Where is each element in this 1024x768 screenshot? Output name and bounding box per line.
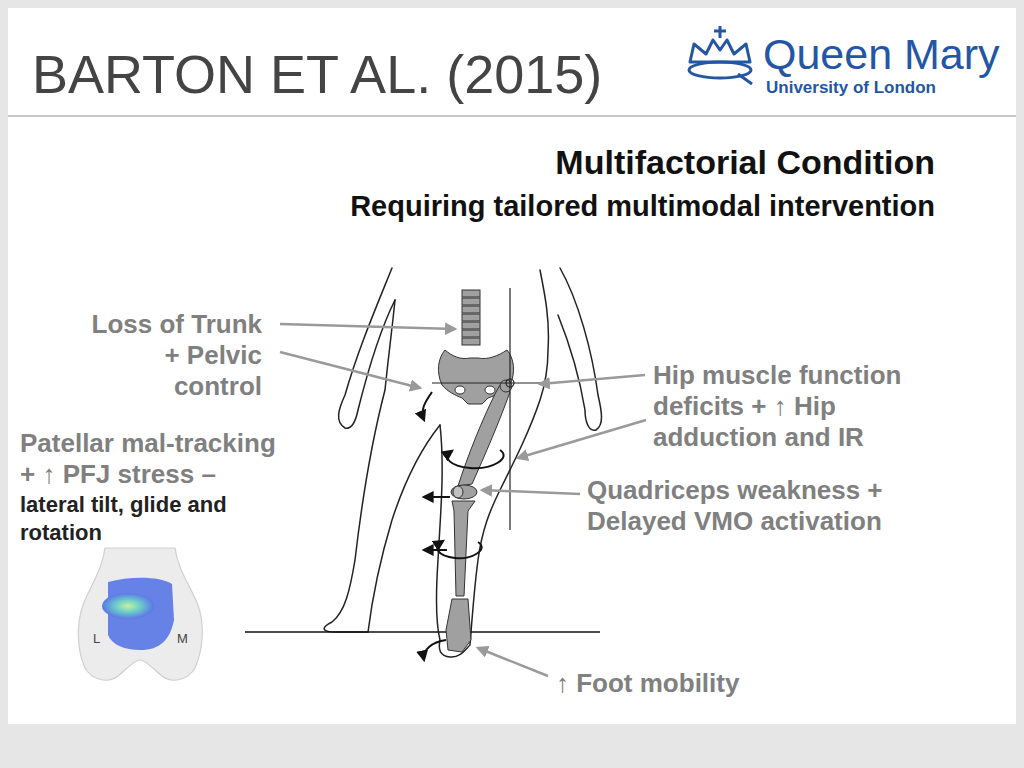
vertebra (462, 306, 480, 313)
skeleton (438, 290, 513, 652)
alignment-guides (432, 288, 556, 530)
floor-line (245, 631, 600, 633)
vertical-guide (509, 288, 510, 530)
callout-label: Hip muscle function deficits + ↑ Hip add… (653, 360, 921, 453)
knee-valgus-arrow (424, 496, 450, 498)
leader-line (280, 352, 420, 388)
vertebra (462, 322, 480, 329)
side-marker: L (93, 631, 100, 646)
logo-subtitle: University of London (766, 78, 936, 98)
patella (453, 486, 463, 498)
vertebra (462, 338, 480, 345)
crown-body (690, 40, 750, 62)
slide-heading: Multifactorial Condition (555, 143, 935, 182)
foot-bones (446, 599, 471, 652)
title-rule (8, 115, 1016, 116)
callout-label: Quadriceps weakness + Delayed VMO activa… (587, 475, 907, 537)
leader-line (478, 648, 548, 676)
distal-femur (78, 548, 202, 680)
leader-line (280, 324, 455, 329)
pelvic-drop-arrow (423, 392, 432, 420)
femur (458, 385, 510, 486)
crown-tail (738, 74, 752, 84)
vertebra (462, 298, 480, 305)
femur-pressure-map (78, 548, 202, 680)
motion-arrows (423, 392, 504, 660)
tibia (452, 501, 475, 596)
leader-line (540, 375, 645, 384)
leader-line (518, 420, 646, 458)
foot-pronation-arrow (424, 640, 446, 660)
horizontal-guide (432, 382, 556, 383)
slide-subheading: Requiring tailored multimodal interventi… (350, 190, 935, 223)
stress-hotspot (102, 593, 154, 619)
hip-centre (506, 379, 514, 387)
slide-panel (8, 8, 1016, 724)
femur-rotation-arrow (448, 450, 504, 468)
femoral-condyles (451, 485, 477, 499)
crown-logo (689, 26, 752, 84)
right-arm (558, 268, 602, 430)
callout-detail: lateral tilt, glide and rotation (20, 491, 240, 547)
obturator (485, 386, 495, 394)
slide-title: BARTON ET AL. (2015) (32, 47, 602, 101)
left-arm (339, 268, 395, 428)
side-marker: M (177, 631, 188, 646)
shin-arrow (424, 549, 447, 551)
obturator (455, 386, 465, 394)
callout-label: Loss of Trunk + Pelvic control (84, 309, 262, 402)
leader-line (482, 490, 580, 494)
logo-wordmark: Queen Mary (763, 30, 1000, 79)
callout-label: ↑ Foot mobility (556, 668, 739, 699)
vertebra (462, 290, 480, 297)
callout-label: Patellar mal-tracking + ↑ PFJ stress – (20, 428, 285, 490)
left-leg (324, 300, 440, 632)
crown-cross (714, 26, 726, 38)
vertebra (462, 314, 480, 321)
vertebra (462, 330, 480, 337)
